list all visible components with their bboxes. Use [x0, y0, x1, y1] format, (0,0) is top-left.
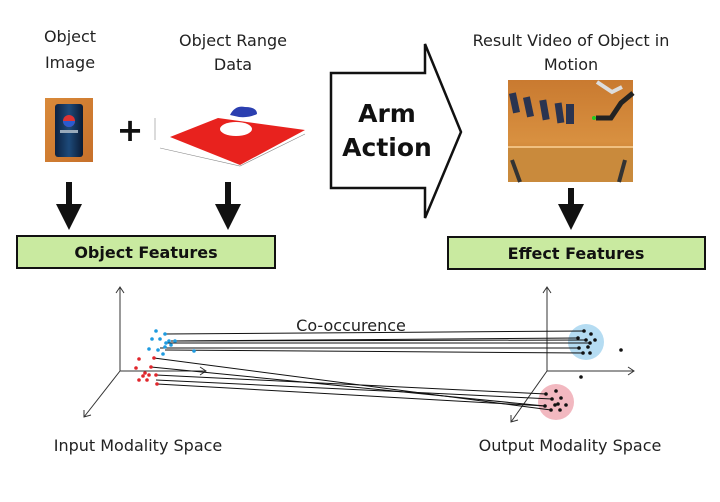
cooccurrence-line [155, 379, 553, 400]
input-point-red [134, 366, 138, 370]
input-point-blue [156, 348, 160, 352]
cooccurrence-line [174, 339, 587, 342]
output-point [589, 332, 593, 336]
output-point [586, 345, 590, 349]
output-point [582, 329, 586, 333]
cooccurrence-line [155, 374, 547, 395]
output-point [554, 389, 558, 393]
output-point [553, 403, 557, 407]
output-point [559, 396, 563, 400]
input-point-blue [192, 349, 196, 353]
input-point-red [147, 373, 151, 377]
output-point [593, 338, 597, 342]
down-arrow-result-video [558, 188, 584, 230]
output-point [581, 351, 585, 355]
blue-cluster-halo [568, 324, 604, 360]
cooccurrence-line [156, 383, 546, 407]
input-point-red [137, 378, 141, 382]
result-video-label-line2: Motion [544, 55, 598, 74]
range-data-label-line1: Object Range [179, 31, 287, 50]
output-space-label: Output Modality Space [479, 436, 662, 455]
cooccurrence-line [164, 349, 584, 354]
result-video[interactable] [508, 80, 635, 183]
arm-action-arrow: Arm Action [329, 43, 463, 219]
input-point-blue [169, 343, 173, 347]
output-point [549, 408, 553, 412]
output-point [588, 341, 592, 345]
output-point [576, 336, 580, 340]
object-image-label-line1: Object [44, 27, 96, 46]
input-point-blue [161, 352, 165, 356]
output-point [543, 404, 547, 408]
arm-action-line2: Action [342, 133, 432, 162]
input-point-blue [147, 347, 151, 351]
output-point [558, 408, 562, 412]
cooccurrence-line [153, 357, 552, 411]
input-point-blue [167, 339, 171, 343]
down-arrow-object-image [56, 182, 82, 230]
output-space-axes [510, 286, 635, 423]
input-point-blue [158, 337, 162, 341]
object-features-box: Object Features [16, 235, 276, 269]
data-points [134, 329, 623, 412]
effect-features-box: Effect Features [447, 236, 706, 270]
output-point [619, 348, 623, 352]
input-point-blue [150, 337, 154, 341]
input-space-axes [83, 286, 207, 418]
cooccurrence-lines [150, 330, 590, 411]
output-point [550, 397, 554, 401]
output-point [579, 375, 583, 379]
input-point-red [137, 357, 141, 361]
input-point-red [154, 373, 158, 377]
input-point-blue [163, 332, 167, 336]
output-point [588, 351, 592, 355]
result-video-label-line1: Result Video of Object in [473, 31, 670, 50]
input-point-red [145, 378, 149, 382]
output-point [544, 392, 548, 396]
input-point-blue [164, 341, 168, 345]
input-point-red [141, 374, 145, 378]
output-point [577, 346, 581, 350]
input-point-red [143, 371, 147, 375]
range-data-plot [154, 106, 306, 167]
effect-features-label: Effect Features [508, 244, 645, 263]
input-point-blue [154, 329, 158, 333]
cooccurrence-line [150, 366, 546, 407]
cooccurrence-line [164, 330, 585, 335]
object-image-label-line2: Image [45, 53, 95, 72]
arm-action-line1: Arm [358, 99, 416, 128]
input-point-blue [163, 345, 167, 349]
output-point [556, 402, 560, 406]
input-point-red [155, 382, 159, 386]
input-point-red [149, 365, 153, 369]
output-point [564, 403, 568, 407]
output-point [584, 338, 588, 342]
down-arrow-range-data [215, 182, 241, 230]
input-point-blue [173, 339, 177, 343]
input-space-label: Input Modality Space [54, 436, 223, 455]
input-point-red [152, 356, 156, 360]
object-image [45, 98, 93, 162]
cooccurrence-label: Co-occurence [296, 316, 406, 335]
plus-sign: + [117, 111, 144, 149]
range-data-label-line2: Data [214, 55, 252, 74]
object-features-label: Object Features [74, 243, 217, 262]
